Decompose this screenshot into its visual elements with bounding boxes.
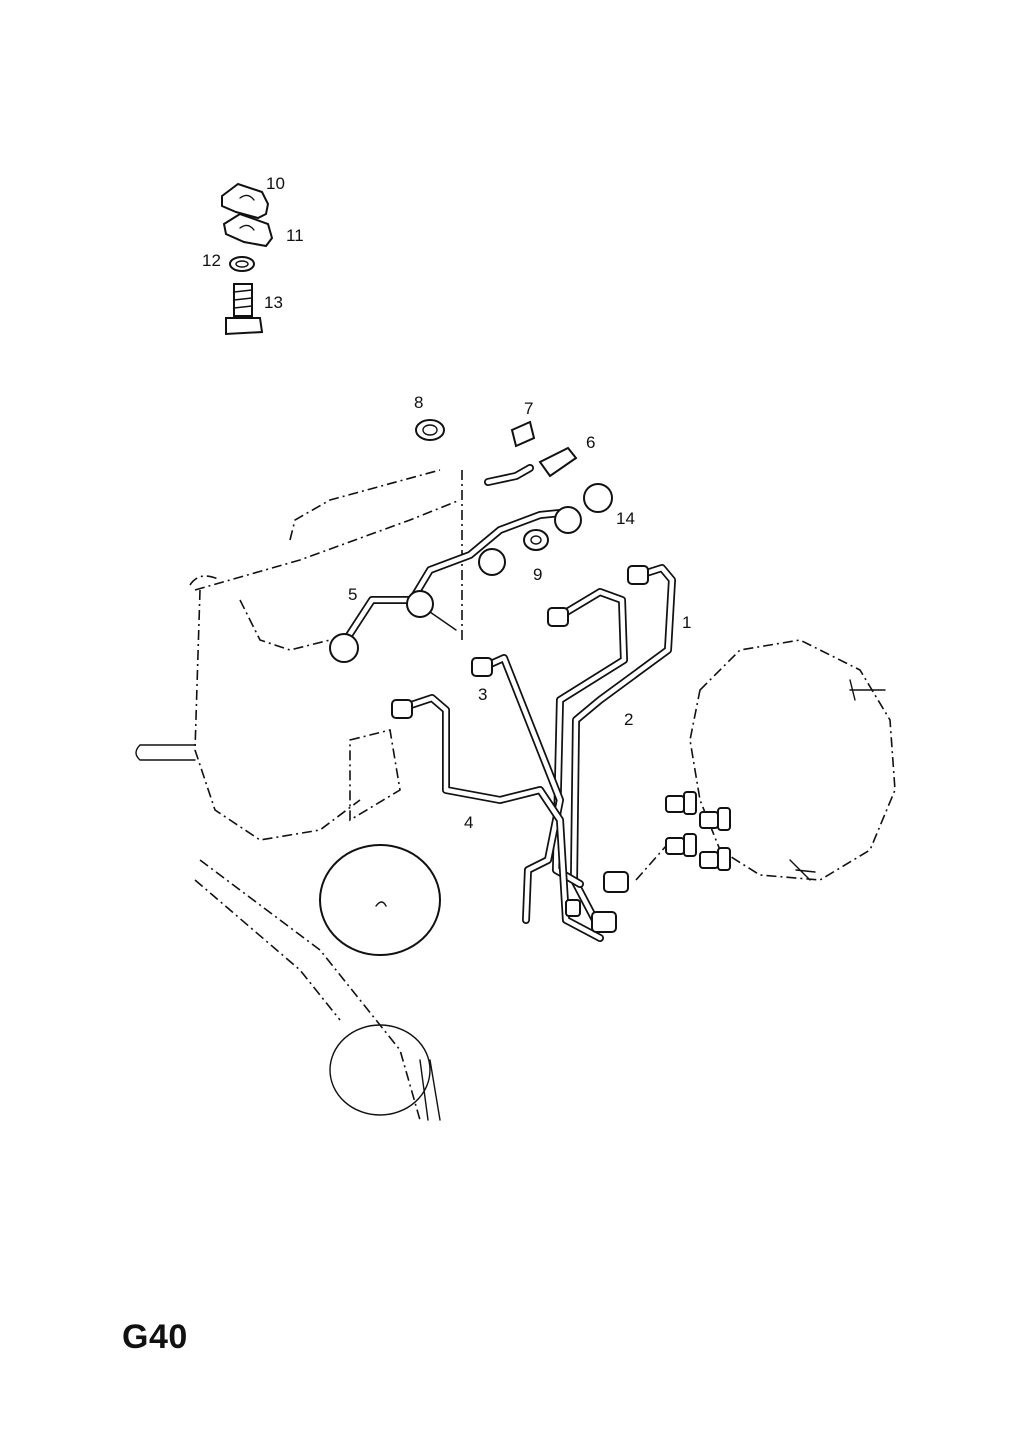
callout-3: 3	[478, 685, 487, 704]
page-code: G40	[122, 1318, 188, 1356]
callout-8: 8	[414, 393, 423, 412]
seal-ring-9	[523, 529, 549, 551]
callout-13: 13	[264, 293, 283, 312]
callout-4: 4	[464, 813, 473, 832]
leak-off-pipe-5	[329, 506, 582, 663]
clamp-upper-part	[221, 182, 270, 220]
callout-12: 12	[202, 251, 221, 270]
callout-11: 11	[286, 226, 304, 245]
cap-14	[583, 483, 613, 513]
washer-part	[229, 256, 255, 272]
callout-10: 10	[266, 174, 285, 193]
callout-2: 2	[624, 710, 633, 729]
return-hose-6	[484, 446, 578, 486]
callout-1: 1	[682, 613, 691, 632]
callout-5: 5	[348, 585, 357, 604]
injector-pipe-4	[398, 694, 604, 942]
injection-pump-outline	[689, 639, 896, 881]
callout-14: 14	[616, 509, 635, 528]
callout-7: 7	[524, 399, 533, 418]
callout-9: 9	[533, 565, 542, 584]
bolt-part	[225, 283, 264, 336]
engine-block-outline	[135, 469, 463, 1121]
hose-clamp-8	[415, 419, 445, 441]
injector-pipe-1	[570, 564, 676, 926]
injector-pipe-3	[482, 654, 564, 924]
injector-pipe-2	[552, 588, 628, 888]
clamp-lower-part	[222, 212, 274, 248]
callout-6: 6	[586, 433, 595, 452]
pipe-union-nuts	[391, 565, 649, 933]
delivery-valve-outlets	[635, 791, 731, 881]
hose-clip-7	[510, 420, 536, 448]
